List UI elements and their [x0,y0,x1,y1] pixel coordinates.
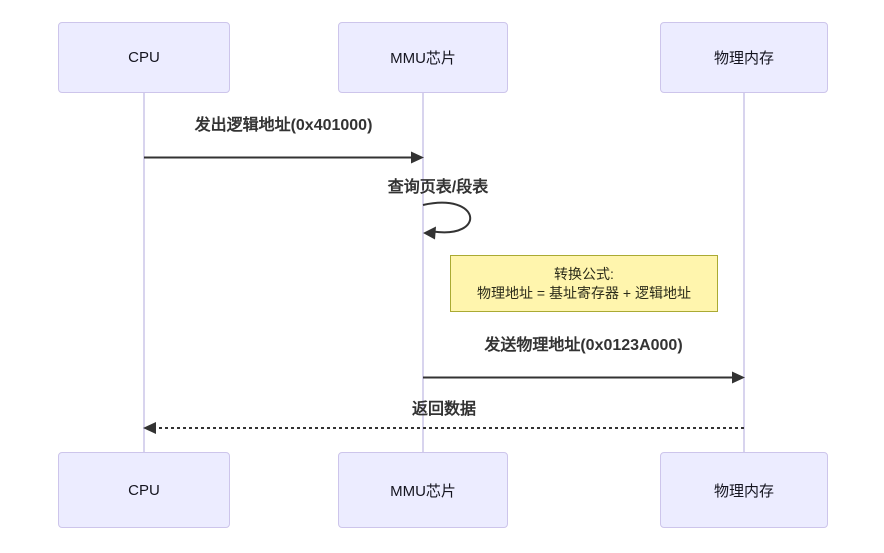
arrowhead-right-physical-address [732,371,745,384]
arrowhead-left-self-loop [423,226,436,240]
note-line-1: 转换公式: [554,265,614,282]
note-conversion-formula: 转换公式: 物理地址 = 基址寄存器 + 逻辑地址 [450,255,718,312]
actor-mmu-bottom: MMU芯片 [338,452,508,528]
actor-memory-top: 物理内存 [660,22,828,93]
actor-memory-label: 物理内存 [713,50,774,67]
arrowhead-right-logical-address [411,151,424,164]
message-label-query-page-table: 查询页表/段表 [387,179,489,196]
message-label-logical-address: 发出逻辑地址(0x401000) [194,117,373,134]
actor-cpu-bottom: CPU [58,452,230,528]
actor-memory-bottom: 物理内存 [660,452,828,528]
arrowhead-left-return-data [143,422,156,434]
actor-cpu-label: CPU [128,49,160,66]
actor-mmu-top: MMU芯片 [338,22,508,93]
actor-cpu-label-bottom: CPU [128,481,160,499]
actor-memory-label-bottom: 物理内存 [713,482,774,500]
actor-cpu-top: CPU [58,22,230,93]
actor-mmu-label-bottom: MMU芯片 [390,482,456,500]
message-label-physical-address: 发送物理地址(0x0123A000) [484,337,683,354]
actor-mmu-label: MMU芯片 [390,50,456,67]
self-loop-query-page-table [422,201,472,234]
note-line-2: 物理地址 = 基址寄存器 + 逻辑地址 [477,284,691,301]
message-label-return-data: 返回数据 [411,401,476,418]
